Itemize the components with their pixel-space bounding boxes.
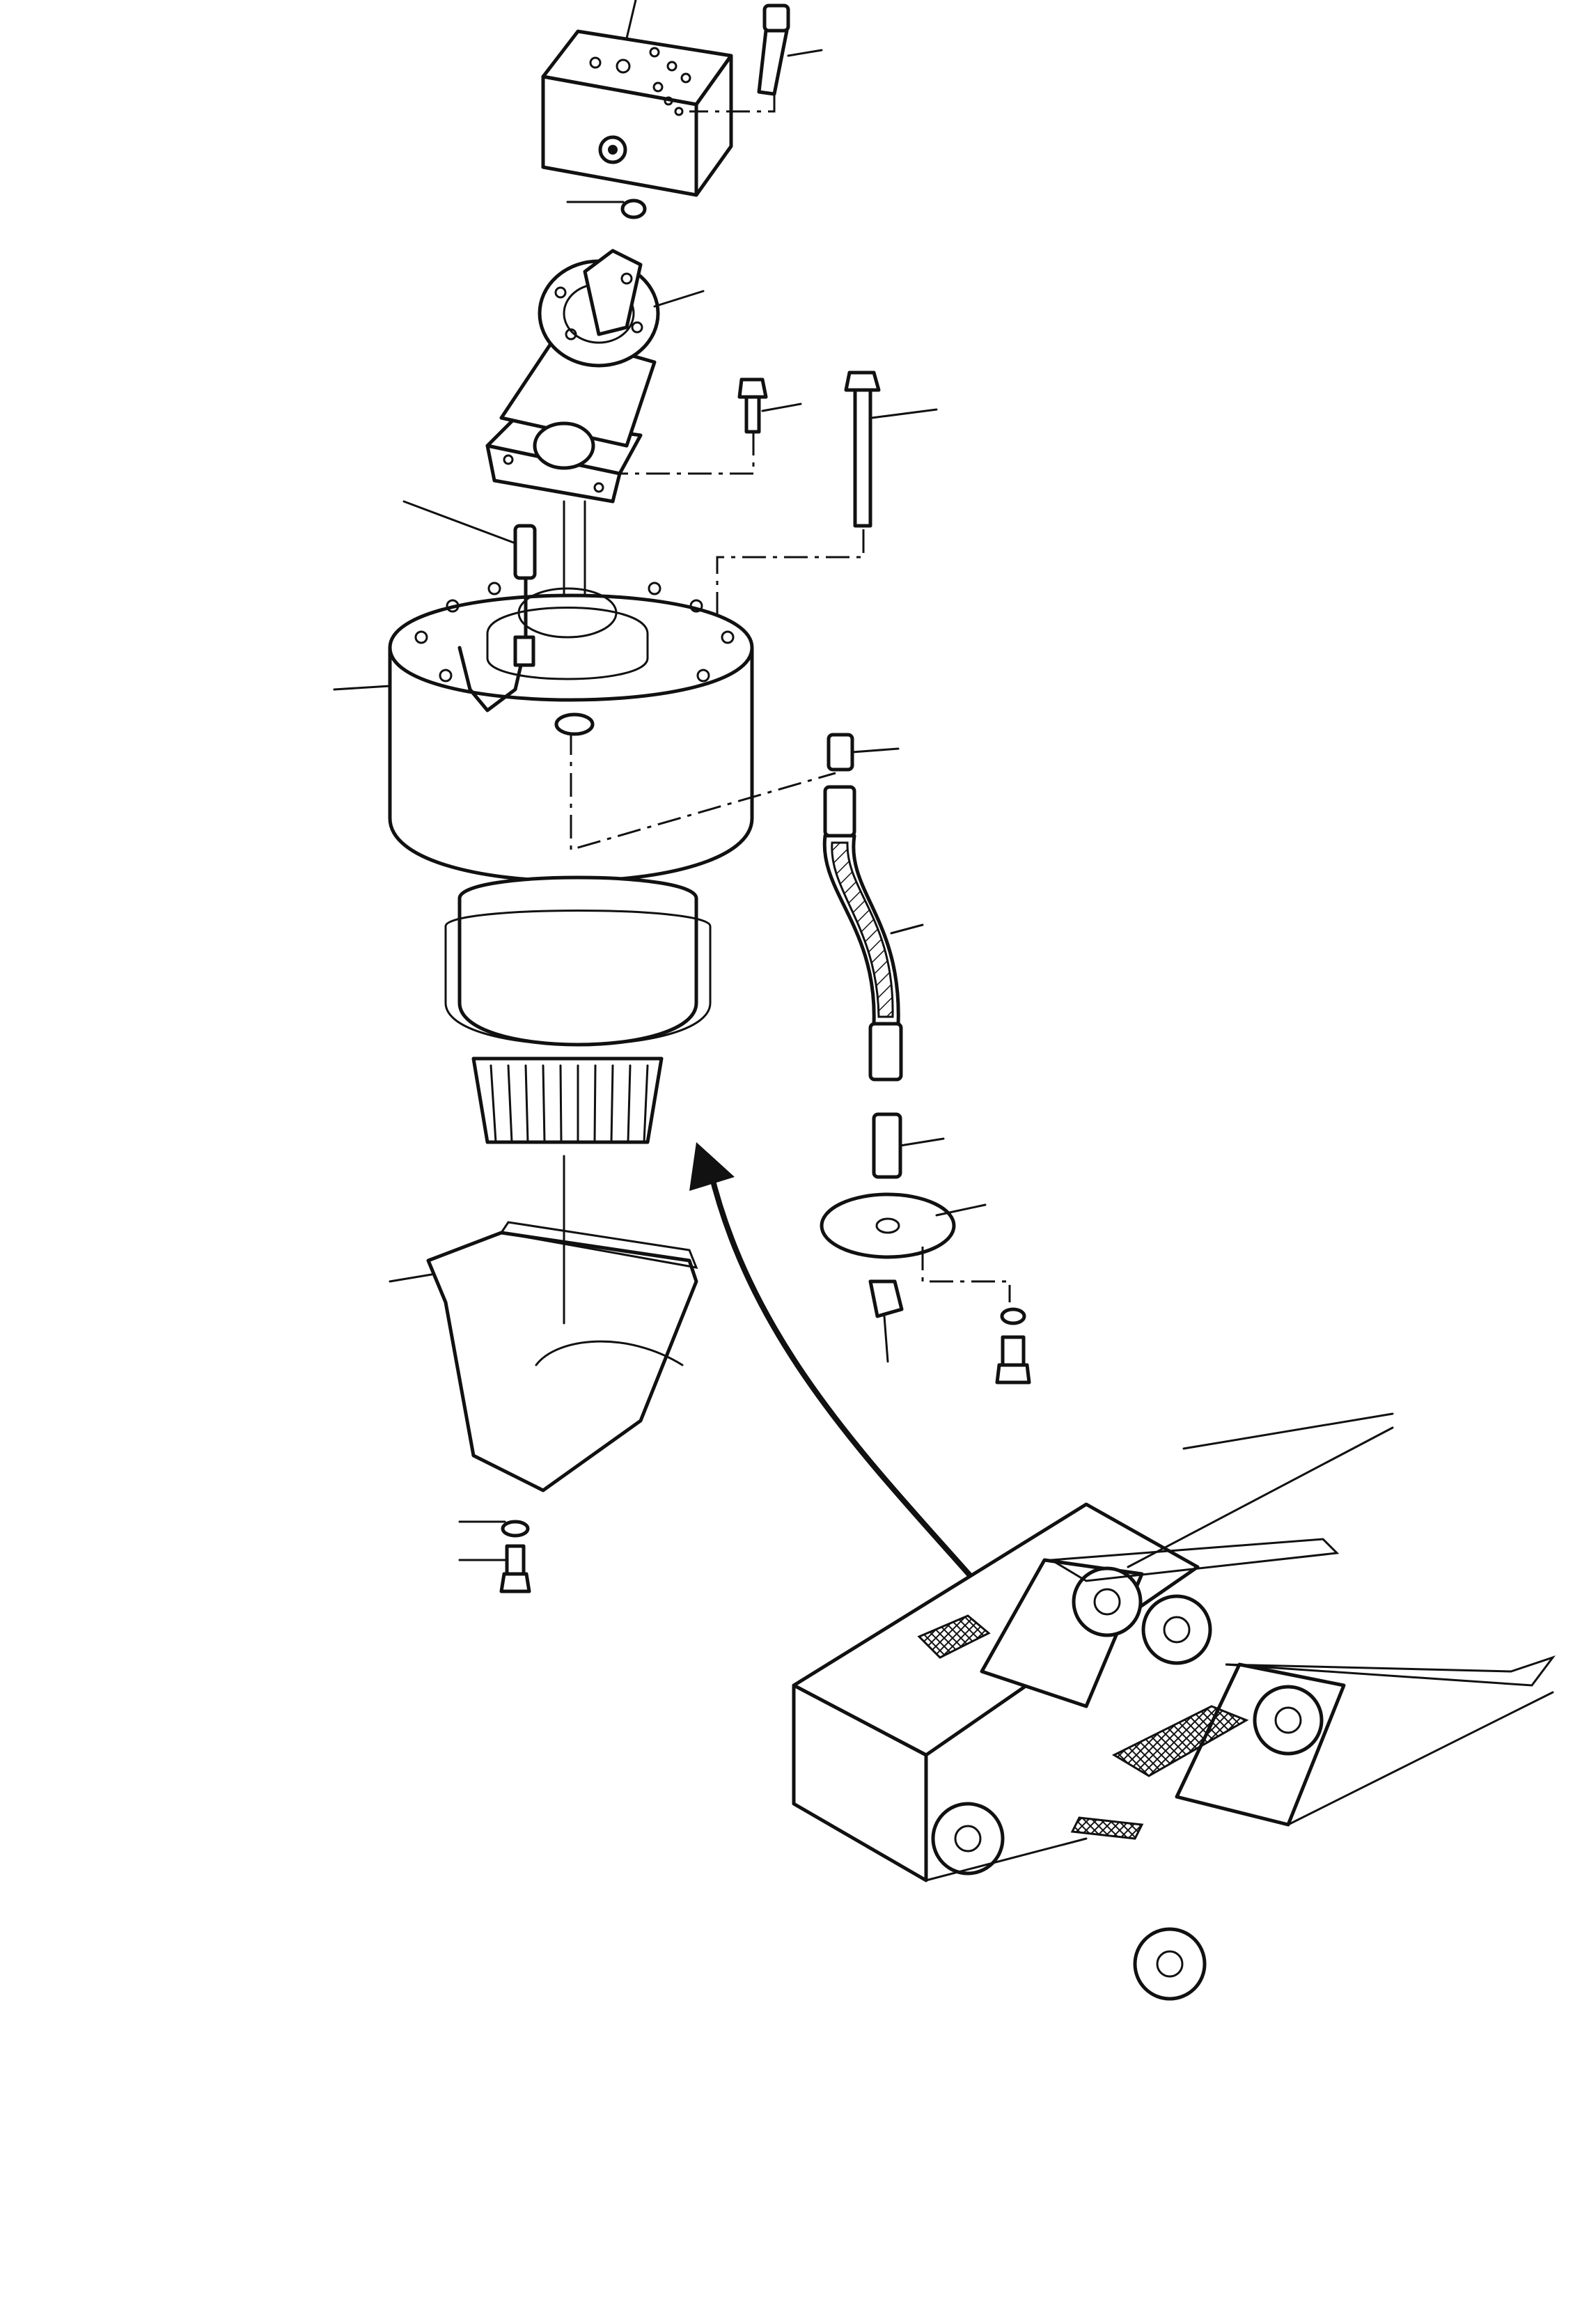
hex-bolt-long bbox=[844, 371, 938, 528]
hose-assembly bbox=[820, 733, 1031, 1385]
valve-block bbox=[541, 0, 733, 197]
gear-cover bbox=[389, 1155, 698, 1593]
grease-pipe bbox=[402, 500, 537, 712]
machine-frame bbox=[792, 1412, 1556, 2001]
swing-reducer bbox=[333, 582, 836, 1144]
location-arrow bbox=[689, 1142, 978, 1584]
hex-bolt-small bbox=[737, 377, 802, 434]
cap-screw-top bbox=[757, 3, 823, 96]
hydraulic-motor bbox=[485, 249, 705, 504]
o-ring bbox=[566, 198, 647, 219]
